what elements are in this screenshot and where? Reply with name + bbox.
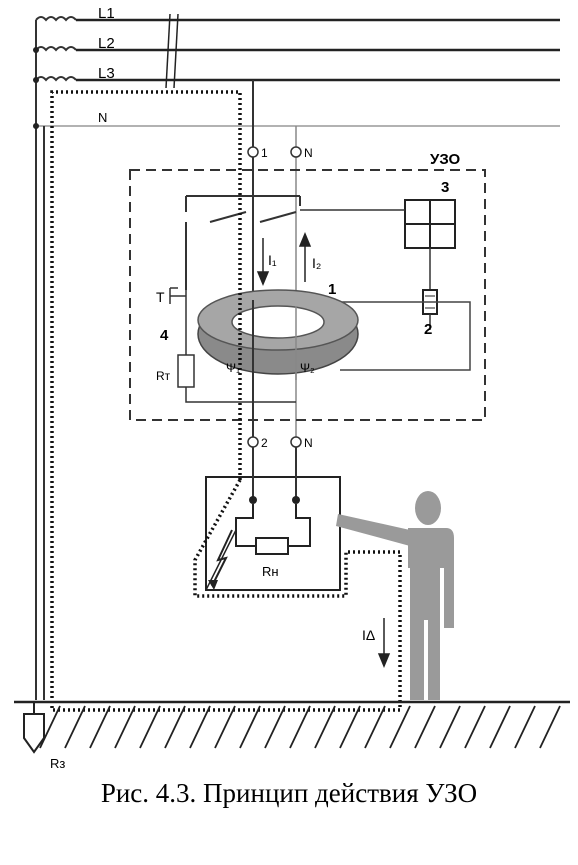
figure-caption: Рис. 4.3. Принцип действия УЗО	[100, 778, 478, 808]
label-leak-current: IΔ	[362, 627, 375, 643]
label-part-2: 2	[424, 321, 432, 338]
ground-hatch-mark	[114, 705, 136, 749]
ground-hatch-mark	[464, 705, 486, 749]
ground-hatch-mark	[139, 705, 161, 749]
ground-hatch-mark	[214, 705, 236, 749]
ground-hatching	[39, 705, 561, 749]
supply-inductors	[35, 16, 77, 82]
rcd-schematic: L1 L2 L3 N УЗО 1 N 2 N 3 I₁ I₂ 1 2 Т 4 R…	[14, 5, 570, 771]
label-part-3: 3	[441, 179, 449, 196]
person-figure	[336, 491, 454, 700]
label-terminal-n-top: N	[304, 146, 313, 160]
line-break-marks	[165, 13, 179, 89]
label-current-2: I₂	[312, 255, 321, 271]
label-test-button: Т	[156, 289, 165, 305]
current-arrows	[256, 232, 312, 286]
ground-hatch-mark	[339, 705, 361, 749]
relay-block	[404, 199, 456, 249]
load-resistor-circuit	[235, 504, 311, 555]
ground-hatch-mark	[489, 705, 511, 749]
label-part-1: 1	[328, 281, 336, 298]
ground-hatch-mark	[39, 705, 61, 749]
label-terminal-1: 1	[261, 146, 268, 160]
ground-hatch-mark	[389, 705, 411, 749]
label-l1: L1	[98, 5, 115, 22]
test-circuit	[169, 287, 296, 403]
ground-hatch-mark	[414, 705, 436, 749]
label-winding-2: Ψ₂	[300, 361, 315, 375]
ground-hatch-mark	[289, 705, 311, 749]
toroid-transformer	[197, 289, 359, 375]
phase-lines	[36, 18, 560, 127]
label-winding-1: Ψ₁	[226, 361, 240, 375]
load-box	[205, 476, 341, 591]
ground-hatch-mark	[314, 705, 336, 749]
label-part-4: 4	[160, 327, 169, 344]
label-ground-resistor: Rз	[50, 756, 65, 771]
label-l2: L2	[98, 35, 115, 52]
ground-hatch-mark	[164, 705, 186, 749]
ground-hatch-mark	[239, 705, 261, 749]
label-load-resistor: Rн	[262, 564, 279, 579]
ground-hatch-mark	[189, 705, 211, 749]
ground-hatch-mark	[89, 705, 111, 749]
main-contacts	[185, 195, 301, 290]
terminals	[247, 146, 302, 448]
ground-electrode	[23, 713, 45, 754]
supply-verticals	[35, 20, 45, 700]
label-current-1: I₁	[268, 252, 277, 268]
label-n: N	[98, 110, 107, 125]
label-test-resistor: Rт	[156, 369, 171, 383]
leakage-path	[50, 90, 402, 712]
supply-nodes	[33, 47, 39, 129]
label-l3: L3	[98, 65, 115, 82]
label-terminal-n-bottom: N	[304, 436, 313, 450]
label-rcd: УЗО	[430, 151, 461, 168]
ground-hatch-mark	[64, 705, 86, 749]
ground-hatch-mark	[439, 705, 461, 749]
ground-hatch-mark	[264, 705, 286, 749]
rcd-enclosure	[129, 169, 486, 421]
label-terminal-2: 2	[261, 436, 268, 450]
ground-hatch-mark	[364, 705, 386, 749]
leak-current-arrow	[377, 618, 391, 668]
ground-hatch-mark	[514, 705, 536, 749]
ground-hatch-mark	[539, 705, 561, 749]
